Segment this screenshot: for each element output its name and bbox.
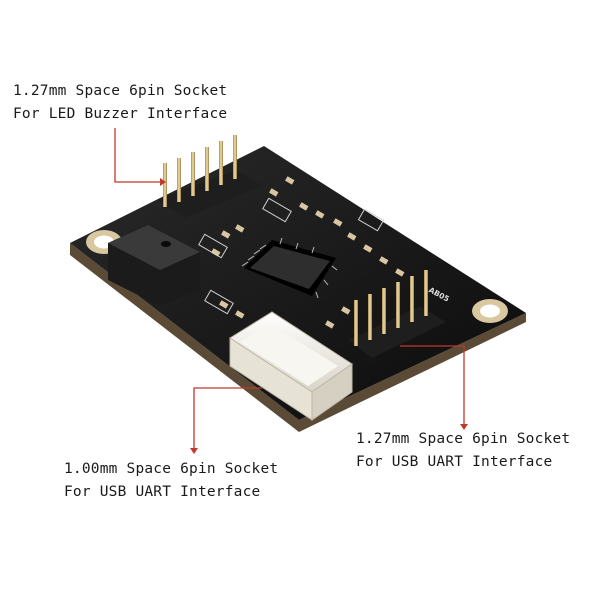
usb-uart-127-pin-header [348,270,446,358]
callout-usb-uart-100-line2: For USB UART Interface [64,484,261,500]
silkscreen-outlines [198,197,385,315]
callout-led-buzzer-line1: 1.27mm Space 6pin Socket [13,83,228,99]
buzzer [108,225,200,306]
callout-usb-uart-127-socket: 1.27mm Space 6pin Socket For USB UART In… [356,428,570,474]
led-buzzer-pin-header [158,135,262,218]
usb-uart-100-connector [229,311,353,421]
arrow-usb-uart-127 [400,345,468,430]
mounting-hole-right [472,299,508,323]
callout-usb-uart-100-line1: 1.00mm Space 6pin Socket [64,461,279,477]
callout-led-buzzer-socket: 1.27mm Space 6pin Socket For LED Buzzer … [13,80,227,126]
main-ic-chip [241,237,338,299]
callout-led-buzzer-line2: For LED Buzzer Interface [13,106,228,122]
callout-usb-uart-127-line2: For USB UART Interface [356,454,553,470]
arrow-led-buzzer [114,128,166,186]
arrow-usb-uart-100 [190,387,262,454]
callout-usb-uart-100-socket: 1.00mm Space 6pin Socket For USB UART In… [64,458,278,504]
callout-usb-uart-127-line1: 1.27mm Space 6pin Socket [356,431,571,447]
smd-components [211,176,405,329]
